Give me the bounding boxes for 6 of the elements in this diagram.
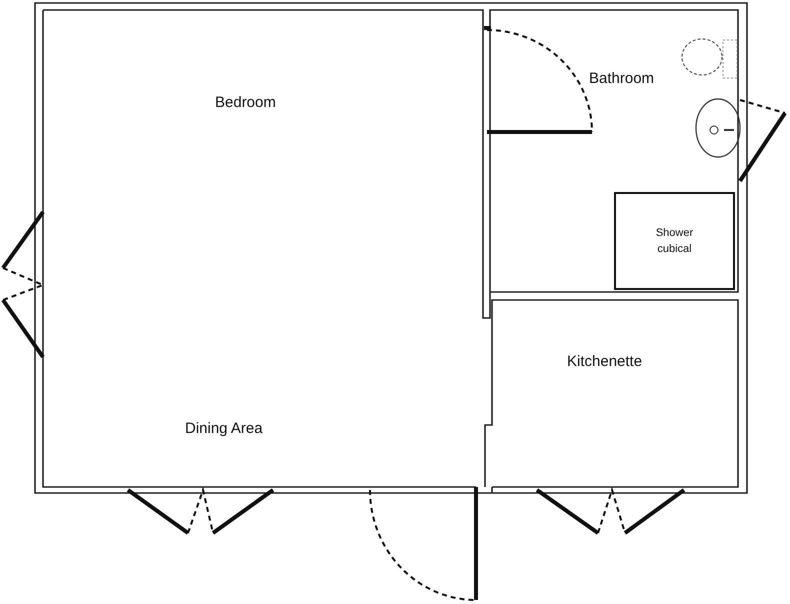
room-label: Bathroom	[589, 70, 654, 87]
room-label: Dining Area	[185, 420, 263, 437]
shower-cubical	[614, 192, 735, 290]
shower-label: Shower cubical	[654, 226, 694, 257]
room-label: Bedroom	[215, 94, 276, 111]
room-label: Kitchenette	[567, 353, 642, 370]
